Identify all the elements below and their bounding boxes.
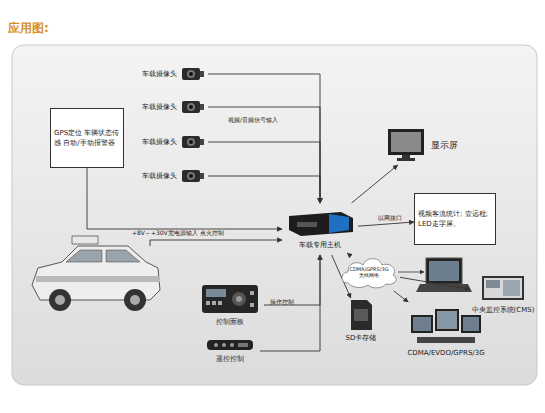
connector (352, 165, 398, 203)
connector (394, 291, 408, 302)
camera-icon (181, 99, 205, 115)
camera: 车载摄像头 (138, 95, 208, 119)
node-text: SD卡存储 (346, 333, 377, 343)
node-text: 遥控控制 (216, 354, 244, 364)
camera: 车载摄像头 (138, 62, 208, 86)
remote-control-icon (206, 338, 254, 352)
taxi-car (32, 236, 160, 311)
camera-icon (181, 66, 205, 82)
edge-label: 以网接口 (378, 214, 402, 223)
monitor-wall: CDMA/EVDO/GPRS/3G (404, 302, 488, 360)
node-text: 显示屏 (431, 139, 458, 152)
node-text: 车载摄像头 (142, 102, 177, 112)
camera: 车载摄像头 (138, 164, 208, 188)
display-monitor: 显示屏 (382, 125, 462, 165)
node-text: CDMA/EVDO/GPRS/3G (407, 349, 484, 357)
remote-control: 遥控控制 (200, 336, 260, 366)
connector (208, 74, 320, 203)
feature-box: 视频客流统计; 壹远程; LED走字屏。 (414, 193, 496, 245)
power-wire (150, 240, 282, 246)
cms-screen: 中央监控系统(CMS) (470, 272, 536, 318)
laptop (416, 258, 472, 292)
control-panel: 控制面板 (196, 280, 264, 330)
node-text: 控制面板 (216, 317, 244, 327)
connector (208, 142, 320, 203)
node-text: 视频客流统计; 壹远程; LED走字屏。 (418, 209, 492, 229)
node-text: 车载摄像头 (142, 171, 177, 181)
connector (87, 168, 282, 229)
connector (264, 255, 320, 305)
diagram-title: 应用图: (8, 20, 49, 37)
wire-label: 操作控制 (270, 298, 294, 307)
camera-icon (181, 168, 205, 184)
connector (400, 277, 470, 289)
sd-card: SD卡存储 (340, 298, 382, 344)
wire-label: 视频/音频信号输入 (228, 116, 278, 125)
connector (208, 176, 320, 203)
wire-label: +8V～+30V宽电源输入 点火控制 (132, 229, 224, 238)
display-monitor-icon (387, 128, 425, 162)
connector (260, 255, 320, 351)
node-text: 车载摄像头 (142, 137, 177, 147)
node-text: 中央监控系统(CMS) (472, 305, 535, 315)
cms-screen-icon (481, 275, 525, 303)
sd-card-icon (349, 299, 373, 331)
connector (358, 222, 414, 226)
sensor-box: GPS定位 车辆状态传感 自动/手动报警器 (50, 108, 124, 168)
monitor-wall-icon (409, 305, 483, 347)
node-text: GPS定位 车辆状态传感 自动/手动报警器 (54, 128, 120, 148)
node-text: 车载专用主机 (299, 240, 341, 250)
node-text: 车载摄像头 (142, 69, 177, 79)
node-text: CDMA/GPRS/3G 无线网络 (349, 266, 389, 278)
dvr-host: 车载专用主机 (282, 203, 358, 255)
wireless-cloud: CDMA/GPRS/3G 无线网络 (338, 253, 400, 291)
connector (347, 253, 349, 255)
background-panel (12, 45, 537, 385)
camera-icon (181, 134, 205, 150)
network-wire (398, 272, 424, 273)
camera: 车载摄像头 (138, 130, 208, 154)
dvr-host-icon (285, 208, 355, 238)
connector (208, 107, 320, 203)
control-panel-icon (201, 283, 259, 315)
